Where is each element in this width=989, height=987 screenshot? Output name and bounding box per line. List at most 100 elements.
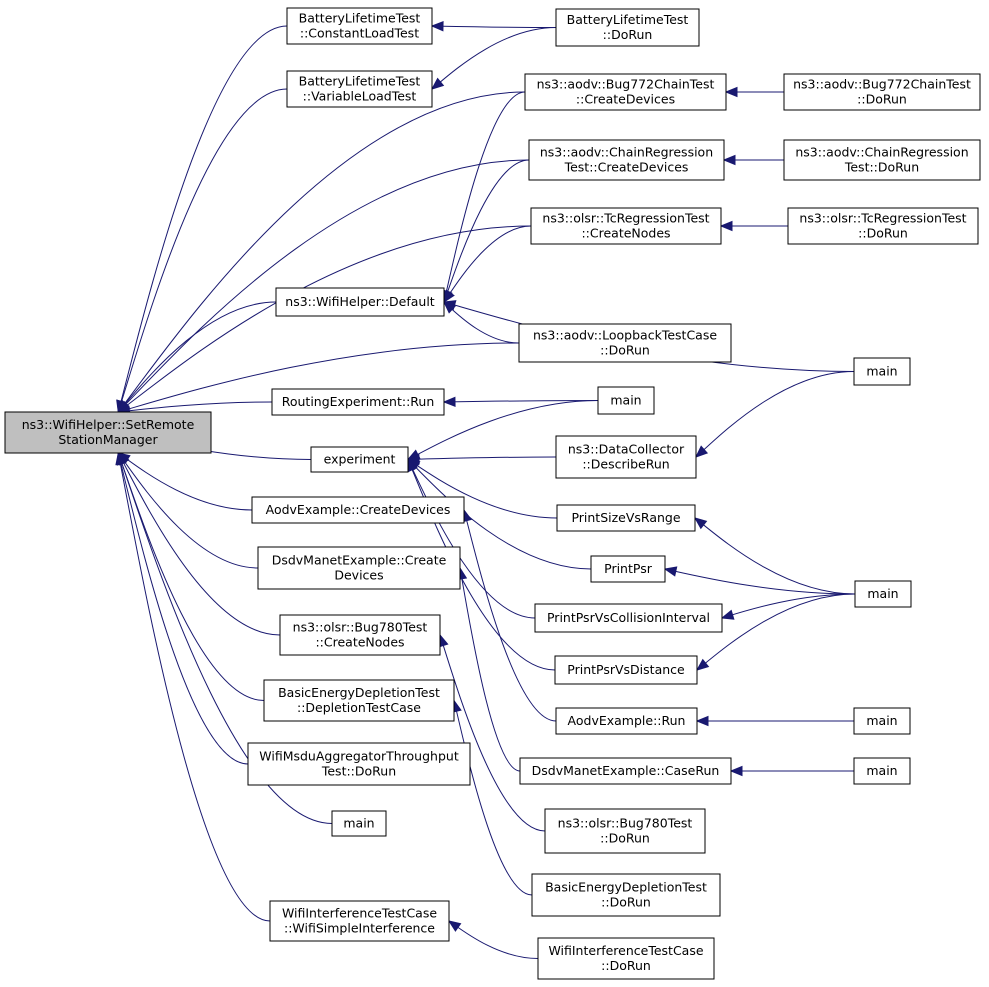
node-box bbox=[286, 70, 433, 108]
node-main-f[interactable]: main bbox=[331, 810, 387, 837]
node-label: main bbox=[866, 713, 897, 728]
edge-b780-cn-to-root bbox=[117, 452, 281, 636]
node-b772-dorun[interactable]: ns3::aodv::Bug772ChainTest::DoRun bbox=[783, 73, 981, 111]
edge-print-psr-to-experiment bbox=[407, 459, 592, 570]
node-label: ::DoRun bbox=[858, 226, 908, 241]
node-main-a[interactable]: main bbox=[853, 357, 911, 386]
node-label: ns3::WifiHelper::Default bbox=[285, 294, 435, 309]
node-dsdv-cd[interactable]: DsdvManetExample::CreateDevices bbox=[257, 546, 461, 590]
node-label: ::DoRun bbox=[600, 343, 650, 358]
node-blt-dorun[interactable]: BatteryLifetimeTest::DoRun bbox=[555, 8, 700, 47]
node-box bbox=[310, 446, 409, 473]
node-label: DsdvManetExample::CaseRun bbox=[532, 763, 720, 778]
node-box bbox=[275, 287, 445, 317]
node-b780-dorun[interactable]: ns3::olsr::Bug780Test::DoRun bbox=[544, 808, 706, 854]
node-label: ns3::olsr::Bug780Test bbox=[558, 816, 693, 831]
edge-loopback-to-root bbox=[118, 342, 520, 413]
node-box bbox=[279, 614, 441, 656]
node-print-size[interactable]: PrintSizeVsRange bbox=[556, 504, 696, 532]
node-tc-dorun[interactable]: ns3::olsr::TcRegressionTest::DoRun bbox=[787, 207, 979, 245]
node-label: ns3::aodv::Bug772ChainTest bbox=[793, 77, 971, 92]
arrowhead bbox=[722, 154, 736, 166]
node-label: ns3::DataCollector bbox=[568, 442, 685, 457]
edge-tc-cn-to-root bbox=[117, 225, 532, 413]
node-label: PrintPsrVsCollisionInterval bbox=[547, 610, 710, 625]
node-box bbox=[528, 139, 725, 181]
edge-chain-cd-to-root bbox=[117, 159, 530, 413]
edge-basic-dorun-to-basic-edt bbox=[453, 700, 533, 896]
node-blt-var[interactable]: BatteryLifetimeTest::VariableLoadTest bbox=[286, 70, 433, 108]
node-wifi-int[interactable]: WifiInterferenceTestCase::WifiSimpleInte… bbox=[269, 900, 450, 942]
node-label: main bbox=[610, 393, 641, 408]
node-aodv-run[interactable]: AodvExample::Run bbox=[555, 707, 698, 735]
node-box bbox=[286, 7, 433, 45]
node-label: ::DoRun bbox=[600, 831, 650, 846]
node-b780-cn[interactable]: ns3::olsr::Bug780Test::CreateNodes bbox=[279, 614, 441, 656]
node-label: main bbox=[866, 364, 897, 379]
node-main-c[interactable]: main bbox=[854, 580, 912, 608]
node-print-psr[interactable]: PrintPsr bbox=[590, 555, 666, 583]
edge-describe-run-to-experiment bbox=[407, 456, 557, 460]
node-b772-cd[interactable]: ns3::aodv::Bug772ChainTest::CreateDevice… bbox=[524, 73, 727, 111]
edge-basic-edt-to-root bbox=[117, 452, 265, 701]
arrowhead bbox=[115, 451, 126, 466]
node-label: BasicEnergyDepletionTest bbox=[545, 880, 707, 895]
node-label: PrintSizeVsRange bbox=[571, 510, 680, 525]
node-box bbox=[263, 679, 455, 722]
edges-layer bbox=[115, 20, 856, 959]
node-label: main bbox=[866, 763, 897, 778]
node-routing-run[interactable]: RoutingExperiment::Run bbox=[271, 388, 445, 416]
node-main-e[interactable]: main bbox=[853, 757, 911, 785]
node-experiment[interactable]: experiment bbox=[310, 446, 409, 473]
node-dsdv-caserun[interactable]: DsdvManetExample::CaseRun bbox=[519, 757, 732, 785]
arrowhead bbox=[695, 715, 709, 727]
node-chain-cd[interactable]: ns3::aodv::ChainRegressionTest::CreateDe… bbox=[528, 139, 725, 181]
node-tc-cn[interactable]: ns3::olsr::TcRegressionTest::CreateNodes bbox=[530, 207, 722, 245]
edge-print-psr-d-to-experiment bbox=[407, 459, 556, 671]
node-loopback[interactable]: ns3::aodv::LoopbackTestCase::DoRun bbox=[518, 323, 732, 363]
node-basic-edt[interactable]: BasicEnergyDepletionTest::DepletionTestC… bbox=[263, 679, 455, 722]
node-print-psr-d[interactable]: PrintPsrVsDistance bbox=[554, 655, 698, 685]
node-label: ::CreateNodes bbox=[581, 226, 670, 241]
node-box bbox=[590, 555, 666, 583]
node-label: RoutingExperiment::Run bbox=[282, 394, 435, 409]
node-box bbox=[534, 603, 723, 633]
node-describe-run[interactable]: ns3::DataCollector::DescribeRun bbox=[555, 435, 697, 479]
arrowhead bbox=[443, 289, 455, 304]
node-main-d[interactable]: main bbox=[853, 707, 911, 735]
edge-aodv-run-to-aodv-cd bbox=[463, 509, 557, 722]
node-label: WifiInterferenceTestCase bbox=[548, 943, 703, 958]
node-label: AodvExample::Run bbox=[568, 713, 686, 728]
arrowhead bbox=[695, 658, 710, 671]
arrowhead bbox=[430, 20, 444, 32]
node-label: Devices bbox=[334, 568, 383, 583]
node-print-psr-ci[interactable]: PrintPsrVsCollisionInterval bbox=[534, 603, 723, 633]
node-wifi-int-dorun[interactable]: WifiInterferenceTestCase::DoRun bbox=[537, 937, 715, 980]
node-label: Test::DoRun bbox=[844, 160, 919, 175]
node-box bbox=[555, 707, 698, 735]
node-label: ns3::WifiHelper::SetRemote bbox=[22, 417, 195, 432]
node-aodv-cd[interactable]: AodvExample::CreateDevices bbox=[251, 496, 465, 524]
node-box bbox=[597, 386, 655, 415]
edge-wifi-default-to-root bbox=[117, 301, 277, 413]
node-box bbox=[556, 504, 696, 532]
edge-main-a-to-describe-run bbox=[695, 371, 855, 458]
node-label: ns3::aodv::ChainRegression bbox=[795, 145, 968, 160]
edge-b772-cd-to-root bbox=[117, 91, 526, 413]
node-basic-dorun[interactable]: BasicEnergyDepletionTest::DoRun bbox=[531, 873, 721, 917]
edge-main-c-to-print-size bbox=[694, 517, 856, 595]
edge-main-b-to-experiment bbox=[407, 400, 599, 460]
node-label: ns3::olsr::TcRegressionTest bbox=[542, 211, 709, 226]
node-main-b[interactable]: main bbox=[597, 386, 655, 415]
node-blt-const[interactable]: BatteryLifetimeTest::ConstantLoadTest bbox=[286, 7, 433, 45]
node-wifi-default[interactable]: ns3::WifiHelper::Default bbox=[275, 287, 445, 317]
node-label: WifiInterferenceTestCase bbox=[282, 906, 437, 921]
arrowhead bbox=[724, 86, 738, 98]
edge-dsdv-cd-to-root bbox=[117, 452, 259, 569]
node-label: ::WifiSimpleInterference bbox=[284, 921, 435, 936]
node-label: WifiMsduAggregatorThroughput bbox=[259, 749, 459, 764]
node-box bbox=[853, 707, 911, 735]
